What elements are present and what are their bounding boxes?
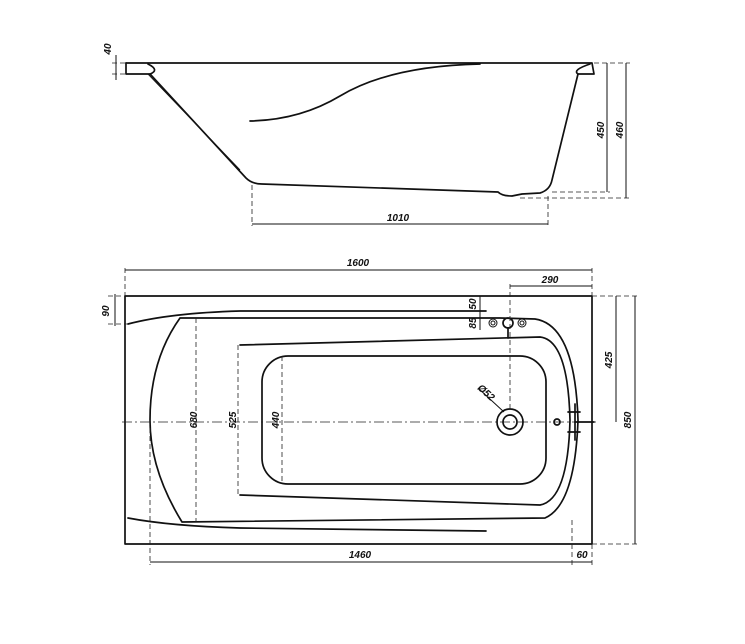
dim-drain-offset: 290 xyxy=(541,275,559,286)
dim-tap-b: 85 xyxy=(468,317,479,329)
dim-rim-height: 40 xyxy=(103,43,114,56)
top-view: 1600 290 90 50 85 425 850 680 525 440 Ø5… xyxy=(101,258,640,565)
dim-bottom-width: 440 xyxy=(271,411,282,429)
side-body-outline xyxy=(149,63,591,197)
top-outer-rim xyxy=(124,295,593,545)
side-rim-left xyxy=(125,62,156,75)
top-floor xyxy=(239,336,571,506)
side-headrest-line xyxy=(147,73,241,171)
top-headrest-top xyxy=(127,310,487,325)
side-rim xyxy=(125,62,595,75)
dim-bottom-length: 1010 xyxy=(387,213,410,224)
overflow-handle-icon xyxy=(553,403,595,441)
dim-total-depth: 460 xyxy=(615,121,626,139)
dim-rim-left: 90 xyxy=(101,305,112,317)
dim-inner-width: 680 xyxy=(189,411,200,428)
dim-floor-width: 525 xyxy=(228,411,239,428)
dim-half-width: 425 xyxy=(604,351,615,369)
top-headrest-bottom xyxy=(127,517,487,532)
top-bottom-area xyxy=(261,355,547,485)
dim-inner-depth: 450 xyxy=(596,121,607,139)
dim-total-width: 850 xyxy=(623,411,634,428)
dim-drain-diameter: Ø52 xyxy=(475,383,497,404)
faucet-icon xyxy=(488,317,527,339)
side-inner-curve xyxy=(249,63,481,122)
dim-tap-a: 50 xyxy=(468,298,479,310)
dim-rim-right: 60 xyxy=(576,550,588,561)
dim-total-length: 1600 xyxy=(347,258,370,269)
side-view: 40 450 460 1010 xyxy=(103,43,630,226)
dim-inner-length: 1460 xyxy=(349,550,372,561)
top-inner-basin xyxy=(149,317,579,523)
